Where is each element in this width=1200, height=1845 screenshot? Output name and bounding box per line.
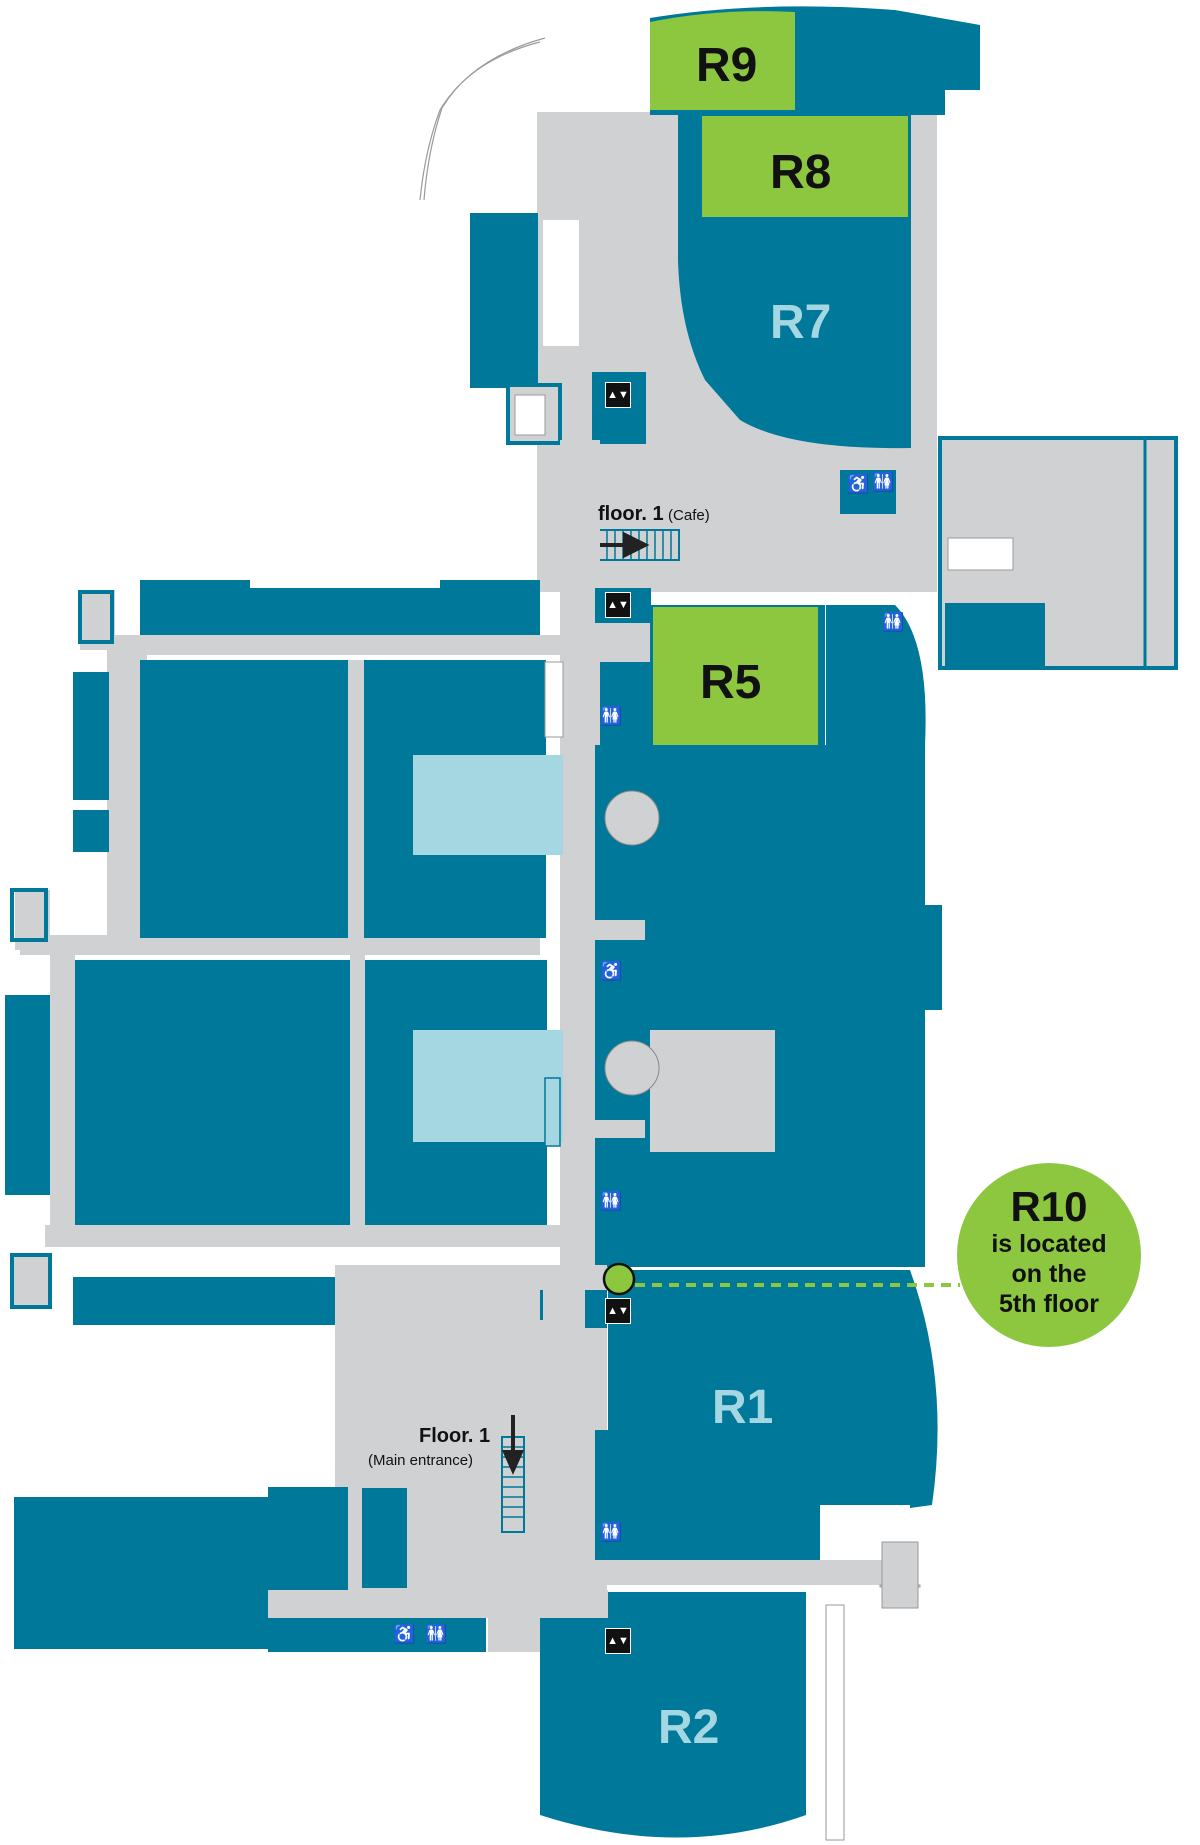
room-r9-label[interactable]: R9 [696,39,758,92]
room-r7 [678,220,911,449]
room-west-3 [75,960,350,1225]
restroom-icon: 🚻 [882,612,905,632]
restroom-icon: 🚻 [600,1191,623,1211]
wheelchair-icon: ♿ [600,961,623,981]
elevator-icon: ▲▼ [605,1628,631,1654]
room-light-1 [413,755,563,855]
spiral-stairs-2 [604,1040,660,1096]
elevator-icon: ▲▼ [605,592,631,618]
room-light-2 [413,1030,563,1142]
room-r5-label[interactable]: R5 [700,656,762,709]
room-r9 [650,11,795,110]
cafe-stairs-note: floor. 1 (Cafe) [598,503,710,526]
room-r8 [702,116,908,217]
room-r5 [653,607,818,745]
r10-callout: R10 is located on the 5th floor [957,1163,1141,1347]
wheelchair-icon: ♿ [847,474,870,494]
main-entrance-stairs-title: Floor. 1 [419,1425,491,1447]
r10-callout-line3: 5th floor [999,1290,1099,1318]
restroom-icon: 🚻 [600,706,623,726]
spiral-stairs-1 [604,790,660,846]
room-r1-label[interactable]: R1 [712,1381,774,1434]
main-entrance-stairs-sub: (Main entrance) [368,1452,474,1469]
room-r7-label[interactable]: R7 [770,296,832,349]
wheelchair-icon: ♿ [393,1624,416,1644]
elevator-icon: ▲▼ [605,1298,631,1324]
cafe-stairs-sub: (Cafe) [668,507,710,524]
glass-facade [419,41,541,201]
room-west-1 [140,660,348,938]
restroom-icon: 🚻 [425,1624,448,1644]
room-r8-label[interactable]: R8 [770,146,832,199]
room-r1 [595,1270,938,1560]
arrow-down-icon [501,1415,525,1475]
room-southwest [14,1497,268,1649]
ramp [543,220,579,346]
restroom-icon: 🚻 [872,472,895,492]
arrow-right-icon [600,531,650,559]
cafe-stairs-title: floor. 1 [598,503,664,525]
restroom-icon: 🚻 [600,1522,623,1542]
r10-location-marker [602,1262,636,1296]
r10-callout-room: R10 [1010,1183,1088,1230]
r10-callout-line2: on the [1011,1260,1087,1288]
stairs-icon [947,537,1014,571]
r10-callout-line1: is located [991,1230,1107,1258]
room-r2-label[interactable]: R2 [658,1701,720,1754]
elevator-icon: ▲▼ [605,382,631,408]
